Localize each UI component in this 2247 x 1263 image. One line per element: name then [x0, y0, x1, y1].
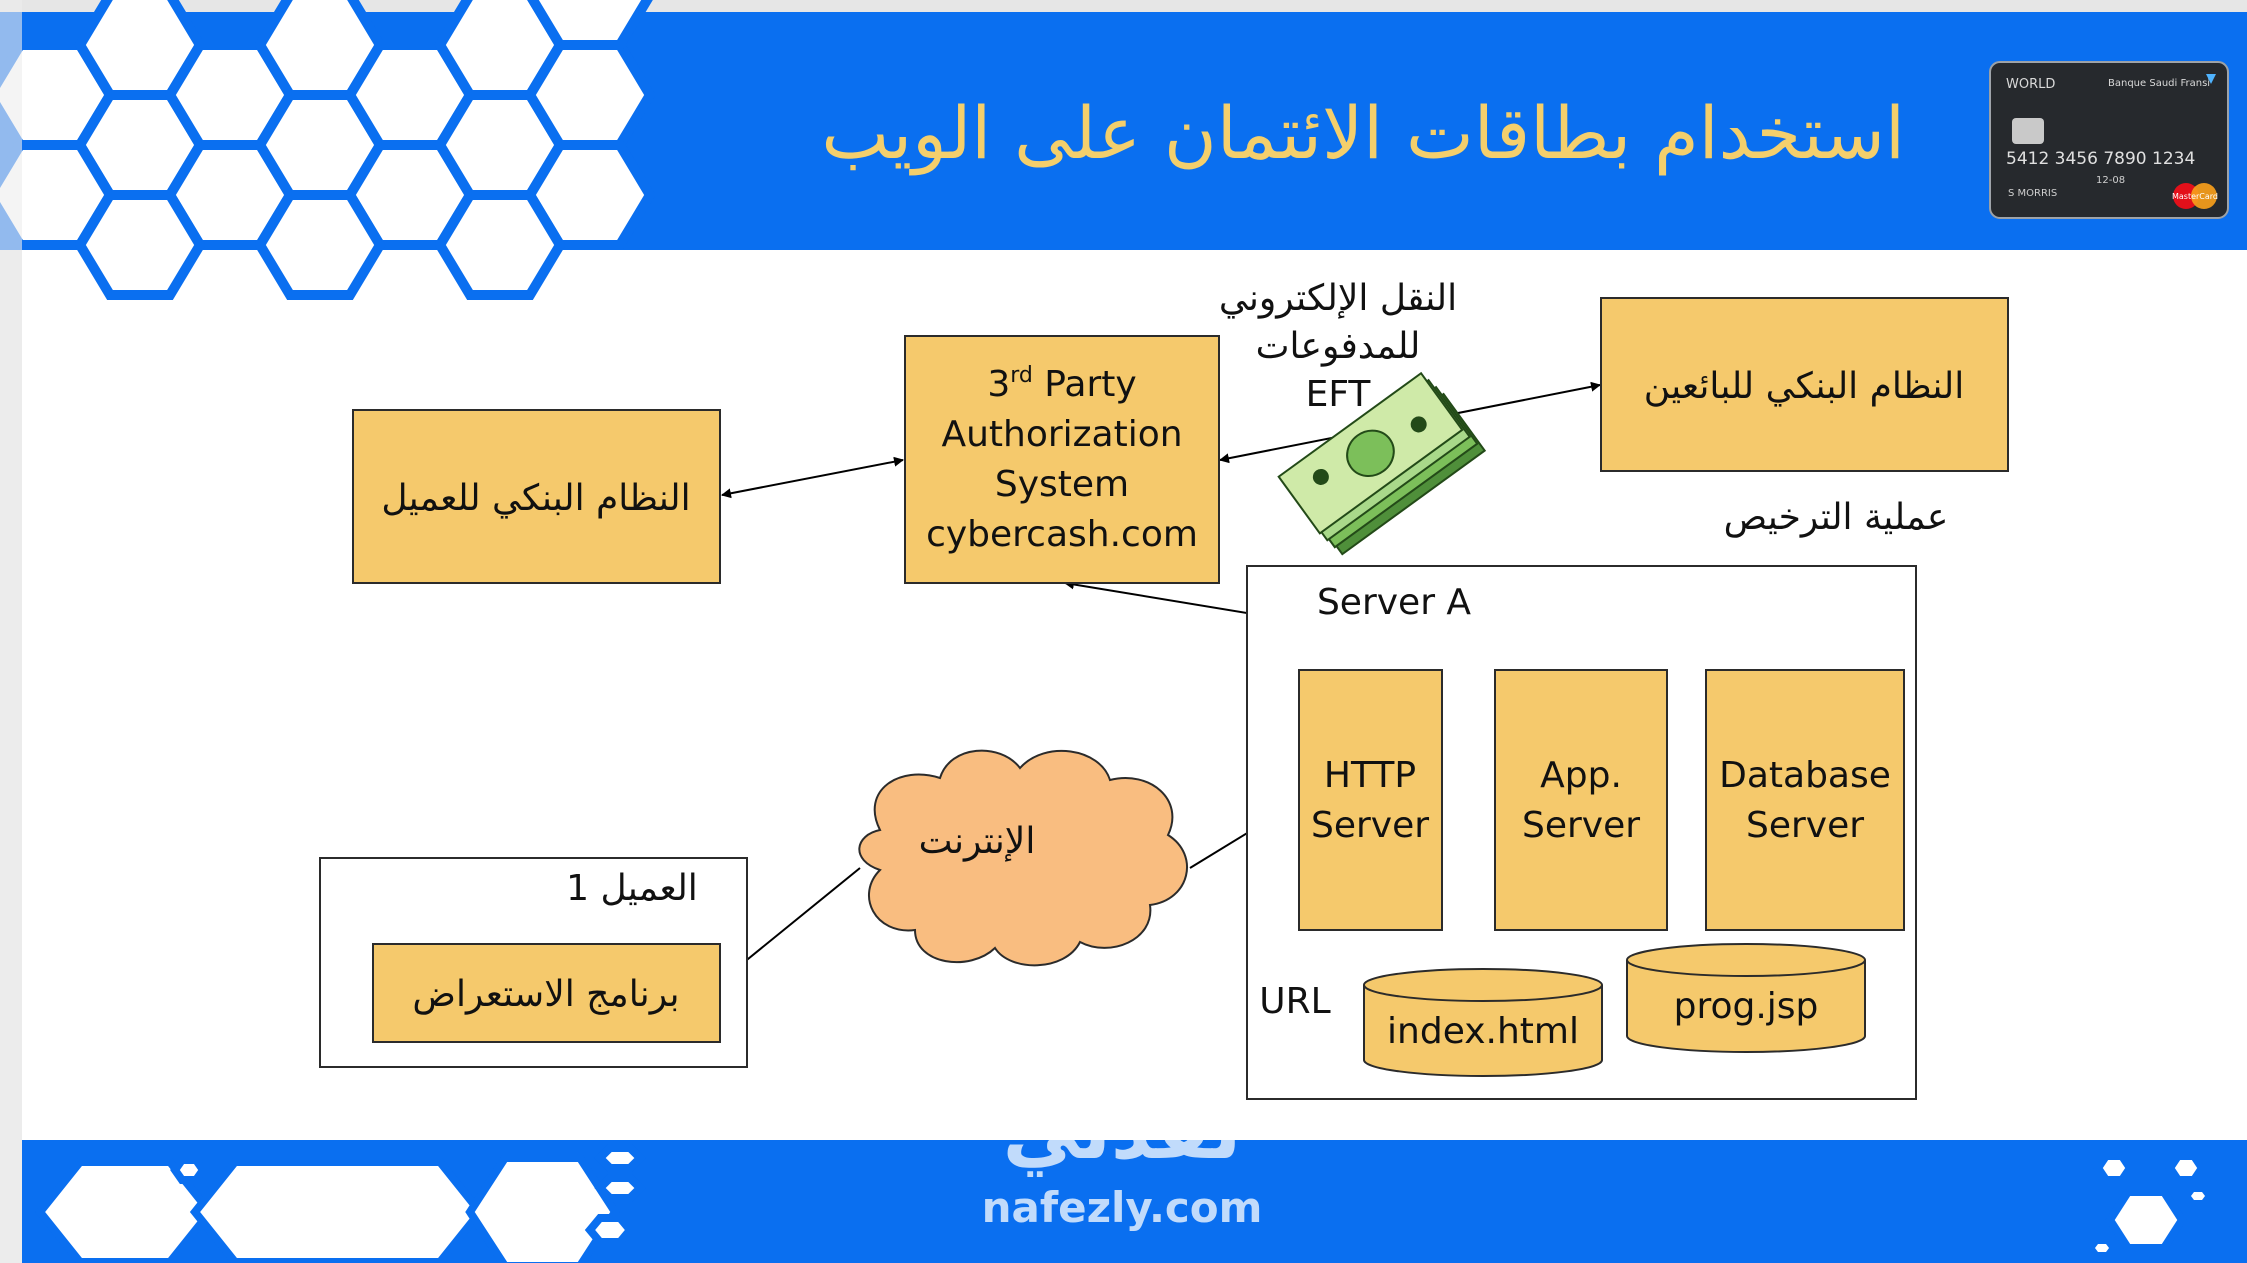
browser-box: [372, 943, 721, 1043]
money-icon: [1277, 371, 1487, 556]
server-a-label-line-1: Server A: [1317, 582, 1471, 623]
third-party-label-line-4: cybercash.com: [926, 514, 1198, 555]
card-brand: WORLD: [2006, 77, 2055, 92]
slide-title: استخدام بطاقات الائتمان على الويب: [821, 91, 1905, 176]
watermark-latin: nafezly.com: [982, 1183, 1263, 1232]
http-server-label-line-2: Server: [1311, 805, 1429, 846]
app-server-label-line-2: Server: [1522, 805, 1640, 846]
card-expiry: 12-08: [2096, 175, 2125, 186]
top-banner: استخدام بطاقات الائتمان على الويب WORLD …: [0, 0, 2247, 300]
watermark: نفذلي nafezly.com: [982, 1087, 1263, 1232]
cylinder-index: [1363, 968, 1603, 1077]
http-server-label-line-1: HTTP: [1324, 755, 1416, 796]
index-html-label-line-1: index.html: [1387, 1011, 1579, 1052]
third-party-label-line-1: 3rd Party: [987, 363, 1136, 405]
db-server-box: [1705, 669, 1905, 931]
card-holder: S MORRIS: [2008, 188, 2057, 199]
internet-cloud: [858, 749, 1188, 967]
edge-client-bank-third-party: [721, 456, 904, 499]
vendor-bank-label-line-1: النظام البنكي للبائعين: [1644, 366, 1964, 407]
credit-card: WORLD Banque Saudi Fransi 5412 3456 7890…: [1989, 61, 2229, 219]
chip-icon: [2012, 118, 2044, 144]
third-party-label-line-2: Authorization: [941, 414, 1182, 455]
card-network: MasterCard: [2172, 192, 2218, 201]
eft-label-line-3: EFT: [1306, 374, 1372, 415]
internet-label-line-1: الإنترنت: [919, 821, 1036, 862]
browser-label-line-1: برنامج الاستعراض: [412, 974, 679, 1015]
card-bank: Banque Saudi Fransi: [2108, 78, 2210, 89]
url-label: URL: [1259, 981, 1330, 1022]
client-bank-box: [352, 409, 721, 584]
client-1-label-line-1: العميل 1: [566, 868, 698, 909]
authorization-label: عملية الترخيص: [1724, 497, 1949, 538]
db-server-label-line-2: Server: [1746, 805, 1864, 846]
card-number: 5412 3456 7890 1234: [2006, 149, 2195, 169]
vendor-bank-box: [1600, 297, 2009, 472]
node-labels: النظام البنكي للعميل 3rd PartyAuthorizati…: [381, 363, 1964, 1052]
third-party-box: [904, 335, 1220, 584]
app-server-label-line-1: App.: [1540, 755, 1622, 796]
hexagon-pattern-bottom: [34, 1144, 2215, 1263]
http-server-box: [1298, 669, 1443, 931]
hexagon-pattern-top: [0, 0, 656, 300]
eft-label-line-2: للمدفوعات: [1256, 326, 1421, 367]
third-party-label-line-3: System: [995, 464, 1129, 505]
bank-logo-icon: [2206, 74, 2216, 84]
edge-browser-internet: [731, 867, 861, 973]
client-bank-label-line-1: النظام البنكي للعميل: [381, 478, 690, 519]
db-server-label-line-1: Database: [1719, 755, 1891, 796]
bottom-banner: [0, 1140, 2247, 1263]
boxes: [319, 297, 2009, 1100]
prog-jsp-label-line-1: prog.jsp: [1674, 986, 1819, 1027]
free-labels: النقل الإلكتروني للمدفوعات EFT عملية الت…: [1219, 278, 1949, 1022]
app-server-box: [1494, 669, 1668, 931]
mastercard-logo-icon: [2173, 183, 2199, 209]
cylinder-prog: [1626, 943, 1866, 1053]
watermark-arabic: نفذلي: [1003, 1087, 1242, 1177]
eft-label-line-1: النقل الإلكتروني: [1219, 278, 1457, 319]
